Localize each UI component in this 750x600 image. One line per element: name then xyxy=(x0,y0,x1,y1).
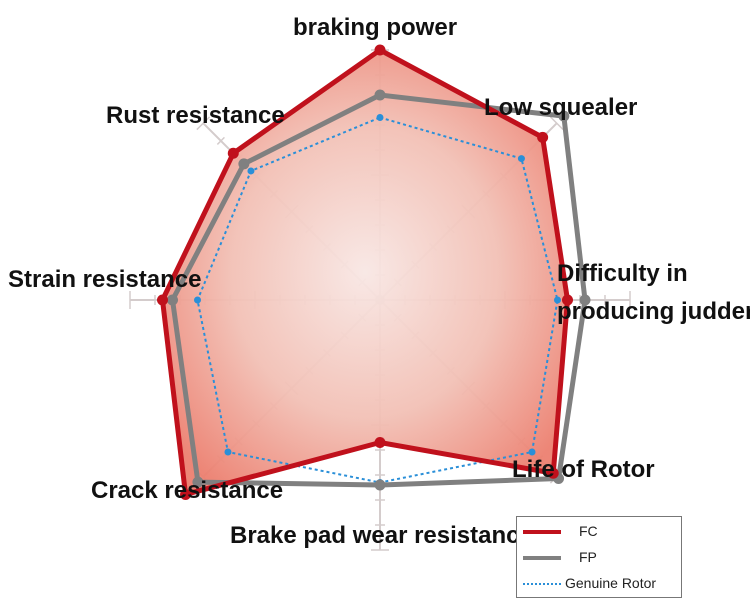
axis-label: Brake pad wear resistance xyxy=(230,524,533,548)
data-point-fc xyxy=(227,147,239,159)
data-point-genuine-rotor xyxy=(194,296,201,304)
fc-area xyxy=(162,50,568,495)
axis-label: Strain resistance xyxy=(8,268,201,292)
axis-label-line: producing judder xyxy=(557,298,750,325)
data-point-fp xyxy=(579,294,591,306)
axis-label-line: Strain resistance xyxy=(8,266,202,293)
data-point-fc xyxy=(537,131,549,143)
legend-item-fp: FP xyxy=(517,547,683,567)
data-point-fc xyxy=(157,294,168,306)
grid-tick xyxy=(196,116,211,131)
axis-label: Rust resistance xyxy=(106,104,285,128)
grid-tick xyxy=(216,136,225,145)
axis-label-line: braking power xyxy=(293,14,458,41)
grid-tick xyxy=(549,116,564,131)
axis-label: Low squealer xyxy=(484,96,637,120)
data-point-fp xyxy=(238,158,250,170)
data-point-genuine-rotor xyxy=(247,167,255,175)
data-point-fc xyxy=(374,44,386,56)
axis-label-line: Crack resistance xyxy=(91,477,284,504)
axis-label-line: Low squealer xyxy=(484,94,638,121)
legend-swatch-genuine-rotor xyxy=(523,583,561,585)
data-point-fp xyxy=(167,294,178,306)
data-point-genuine-rotor xyxy=(554,296,561,304)
legend-swatch-fp xyxy=(523,556,561,560)
legend-label-fp: FP xyxy=(579,549,597,565)
axis-label: braking power xyxy=(293,16,457,40)
legend-label-fc: FC xyxy=(579,523,598,539)
axis-label-line: Difficulty in xyxy=(557,260,688,287)
legend-label-genuine-rotor: Genuine Rotor xyxy=(565,575,657,591)
axis-label-line: Rust resistance xyxy=(106,102,285,129)
axis-label-line: Brake pad wear resistance xyxy=(230,522,533,549)
legend-item-fc: FC xyxy=(517,521,683,541)
data-point-genuine-rotor xyxy=(376,114,384,121)
axis-label: Crack resistance xyxy=(91,479,283,503)
data-point-fc xyxy=(547,467,559,479)
legend-swatch-fc xyxy=(523,530,561,534)
axis-label-line: Life of Rotor xyxy=(512,456,655,483)
data-point-fp xyxy=(192,476,204,488)
data-point-fc xyxy=(180,488,192,500)
fc-area-fill xyxy=(162,50,568,495)
axis-label: Difficulty in producing judder xyxy=(557,262,750,324)
data-point-genuine-rotor xyxy=(224,448,232,456)
data-point-genuine-rotor xyxy=(517,155,525,163)
legend-item-genuine-rotor: Genuine Rotor xyxy=(517,573,683,593)
data-point-fp xyxy=(374,89,386,101)
data-point-fc xyxy=(562,294,573,306)
legend: FC FP Genuine Rotor xyxy=(516,516,682,598)
axis-label: Life of Rotor xyxy=(512,458,655,482)
data-point-fp xyxy=(374,479,386,491)
series-points xyxy=(157,44,591,500)
data-point-genuine-rotor xyxy=(528,448,536,456)
data-point-fc xyxy=(374,437,386,448)
data-point-fp xyxy=(558,110,570,122)
